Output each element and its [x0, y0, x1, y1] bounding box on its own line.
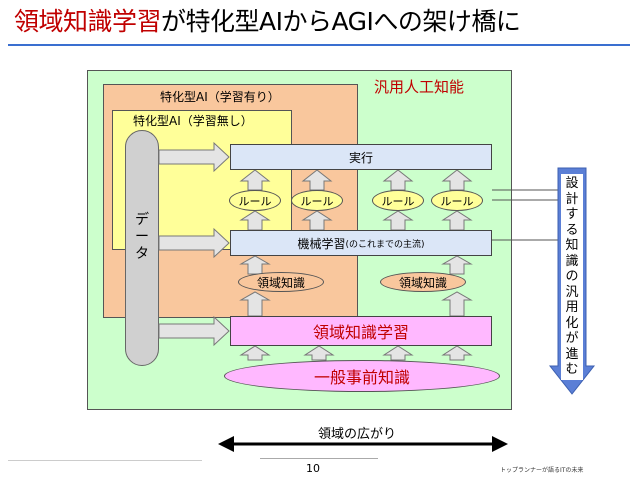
domain-knowledge-label: 領域知識 [256, 275, 305, 290]
common-prior-knowledge-oval: 一般事前知識 [224, 360, 500, 392]
side-label-char: が [565, 331, 579, 346]
up-arrow-to-domain-learning-1 [239, 291, 271, 317]
domain-knowledge-oval-1: 領域知識 [238, 272, 324, 292]
up-arrow-ml-1 [239, 210, 271, 231]
side-connector-lines [492, 189, 558, 241]
execution-label: 実行 [348, 150, 373, 165]
side-label-char: 知 [565, 238, 579, 253]
page-number-rule [260, 458, 378, 459]
domain-spread-label: 領域の広がり [318, 427, 397, 442]
rule-label: ルール [381, 194, 415, 208]
execution-box: 実行 [230, 144, 492, 170]
title-highlight: 領域知識学習 [14, 7, 162, 36]
up-arrow-domain-1 [239, 255, 271, 275]
data-label-char: タ [135, 246, 149, 262]
side-label-char: 計 [565, 191, 579, 207]
domain-knowledge-label: 領域知識 [398, 275, 447, 290]
side-arrow-label-bg [561, 174, 583, 380]
side-label-char: の [565, 269, 579, 284]
up-arrow-domain-2 [441, 255, 473, 275]
side-label-char: む [565, 362, 579, 377]
rule-oval-2: ルール [291, 190, 343, 211]
data-pill [125, 130, 159, 366]
domain-knowledge-learning-box: 領域知識学習 [230, 316, 492, 346]
up-arrow-ml-3 [382, 210, 414, 231]
up-arrow-ml-4 [441, 210, 473, 231]
slide-title: 領域知識学習が特化型AIからAGIへの架け橋に [14, 4, 521, 40]
up-arrow-ml-2 [301, 210, 333, 231]
machine-learning-box: 機械学習(のこれまでの主流) [230, 230, 492, 256]
data-label-char: デ [135, 212, 149, 228]
domain-knowledge-oval-2: 領域知識 [380, 272, 466, 292]
up-arrow-rule-1 [239, 169, 271, 191]
specialized-ai-nolearning-label: 特化型AI（学習無し） [133, 114, 253, 128]
title-underline [8, 44, 630, 46]
up-arrow-common-2 [303, 345, 335, 361]
page-number: 10 [306, 462, 320, 475]
up-arrow-rule-2 [301, 169, 333, 191]
up-arrow-common-1 [239, 345, 271, 361]
rule-oval-4: ルール [431, 190, 483, 211]
up-arrow-to-domain-learning-2 [441, 291, 473, 317]
machine-learning-label: 機械学習 [297, 236, 346, 251]
rule-oval-1: ルール [229, 190, 281, 211]
side-arrow-label: 設 計 す る 知 識 の 汎 用 化 が 進 む [562, 176, 582, 378]
data-to-domain-learning-arrow [158, 315, 230, 347]
machine-learning-note: (のこれまでの主流) [345, 239, 425, 250]
up-arrow-common-4 [441, 345, 473, 361]
up-arrow-rule-3 [382, 169, 414, 191]
side-label-char: 識 [565, 253, 579, 269]
data-to-execution-arrow [158, 141, 230, 173]
up-arrow-common-3 [382, 345, 414, 361]
spread-double-arrow [218, 436, 508, 452]
specialized-ai-learning-label: 特化型AI（学習有り） [160, 90, 280, 104]
side-label-char: す [565, 207, 579, 222]
rule-label: ルール [238, 194, 272, 208]
side-label-char: 化 [565, 315, 579, 331]
rule-label: ルール [300, 194, 334, 208]
side-label-char: 設 [565, 176, 579, 191]
side-label-char: 用 [565, 300, 579, 315]
up-arrow-rule-4 [441, 169, 473, 191]
common-prior-knowledge-label: 一般事前知識 [313, 368, 410, 387]
rule-oval-3: ルール [372, 190, 424, 211]
data-label-char: ー [135, 229, 149, 245]
title-rest: が特化型AIからAGIへの架け橋に [161, 7, 521, 36]
rule-label: ルール [440, 194, 474, 208]
footer-note: トップランナーが語るITの未来 [500, 467, 584, 474]
side-label-char: 進 [565, 346, 579, 362]
data-to-machine-learning-arrow [158, 227, 230, 259]
agi-label: 汎用人工知能 [374, 78, 465, 96]
side-label-char: る [565, 222, 579, 238]
side-label-char: 汎 [565, 284, 579, 300]
data-label: デ ー タ [130, 212, 154, 263]
domain-knowledge-learning-label: 領域知識学習 [312, 323, 409, 342]
footer-rule [8, 460, 202, 461]
